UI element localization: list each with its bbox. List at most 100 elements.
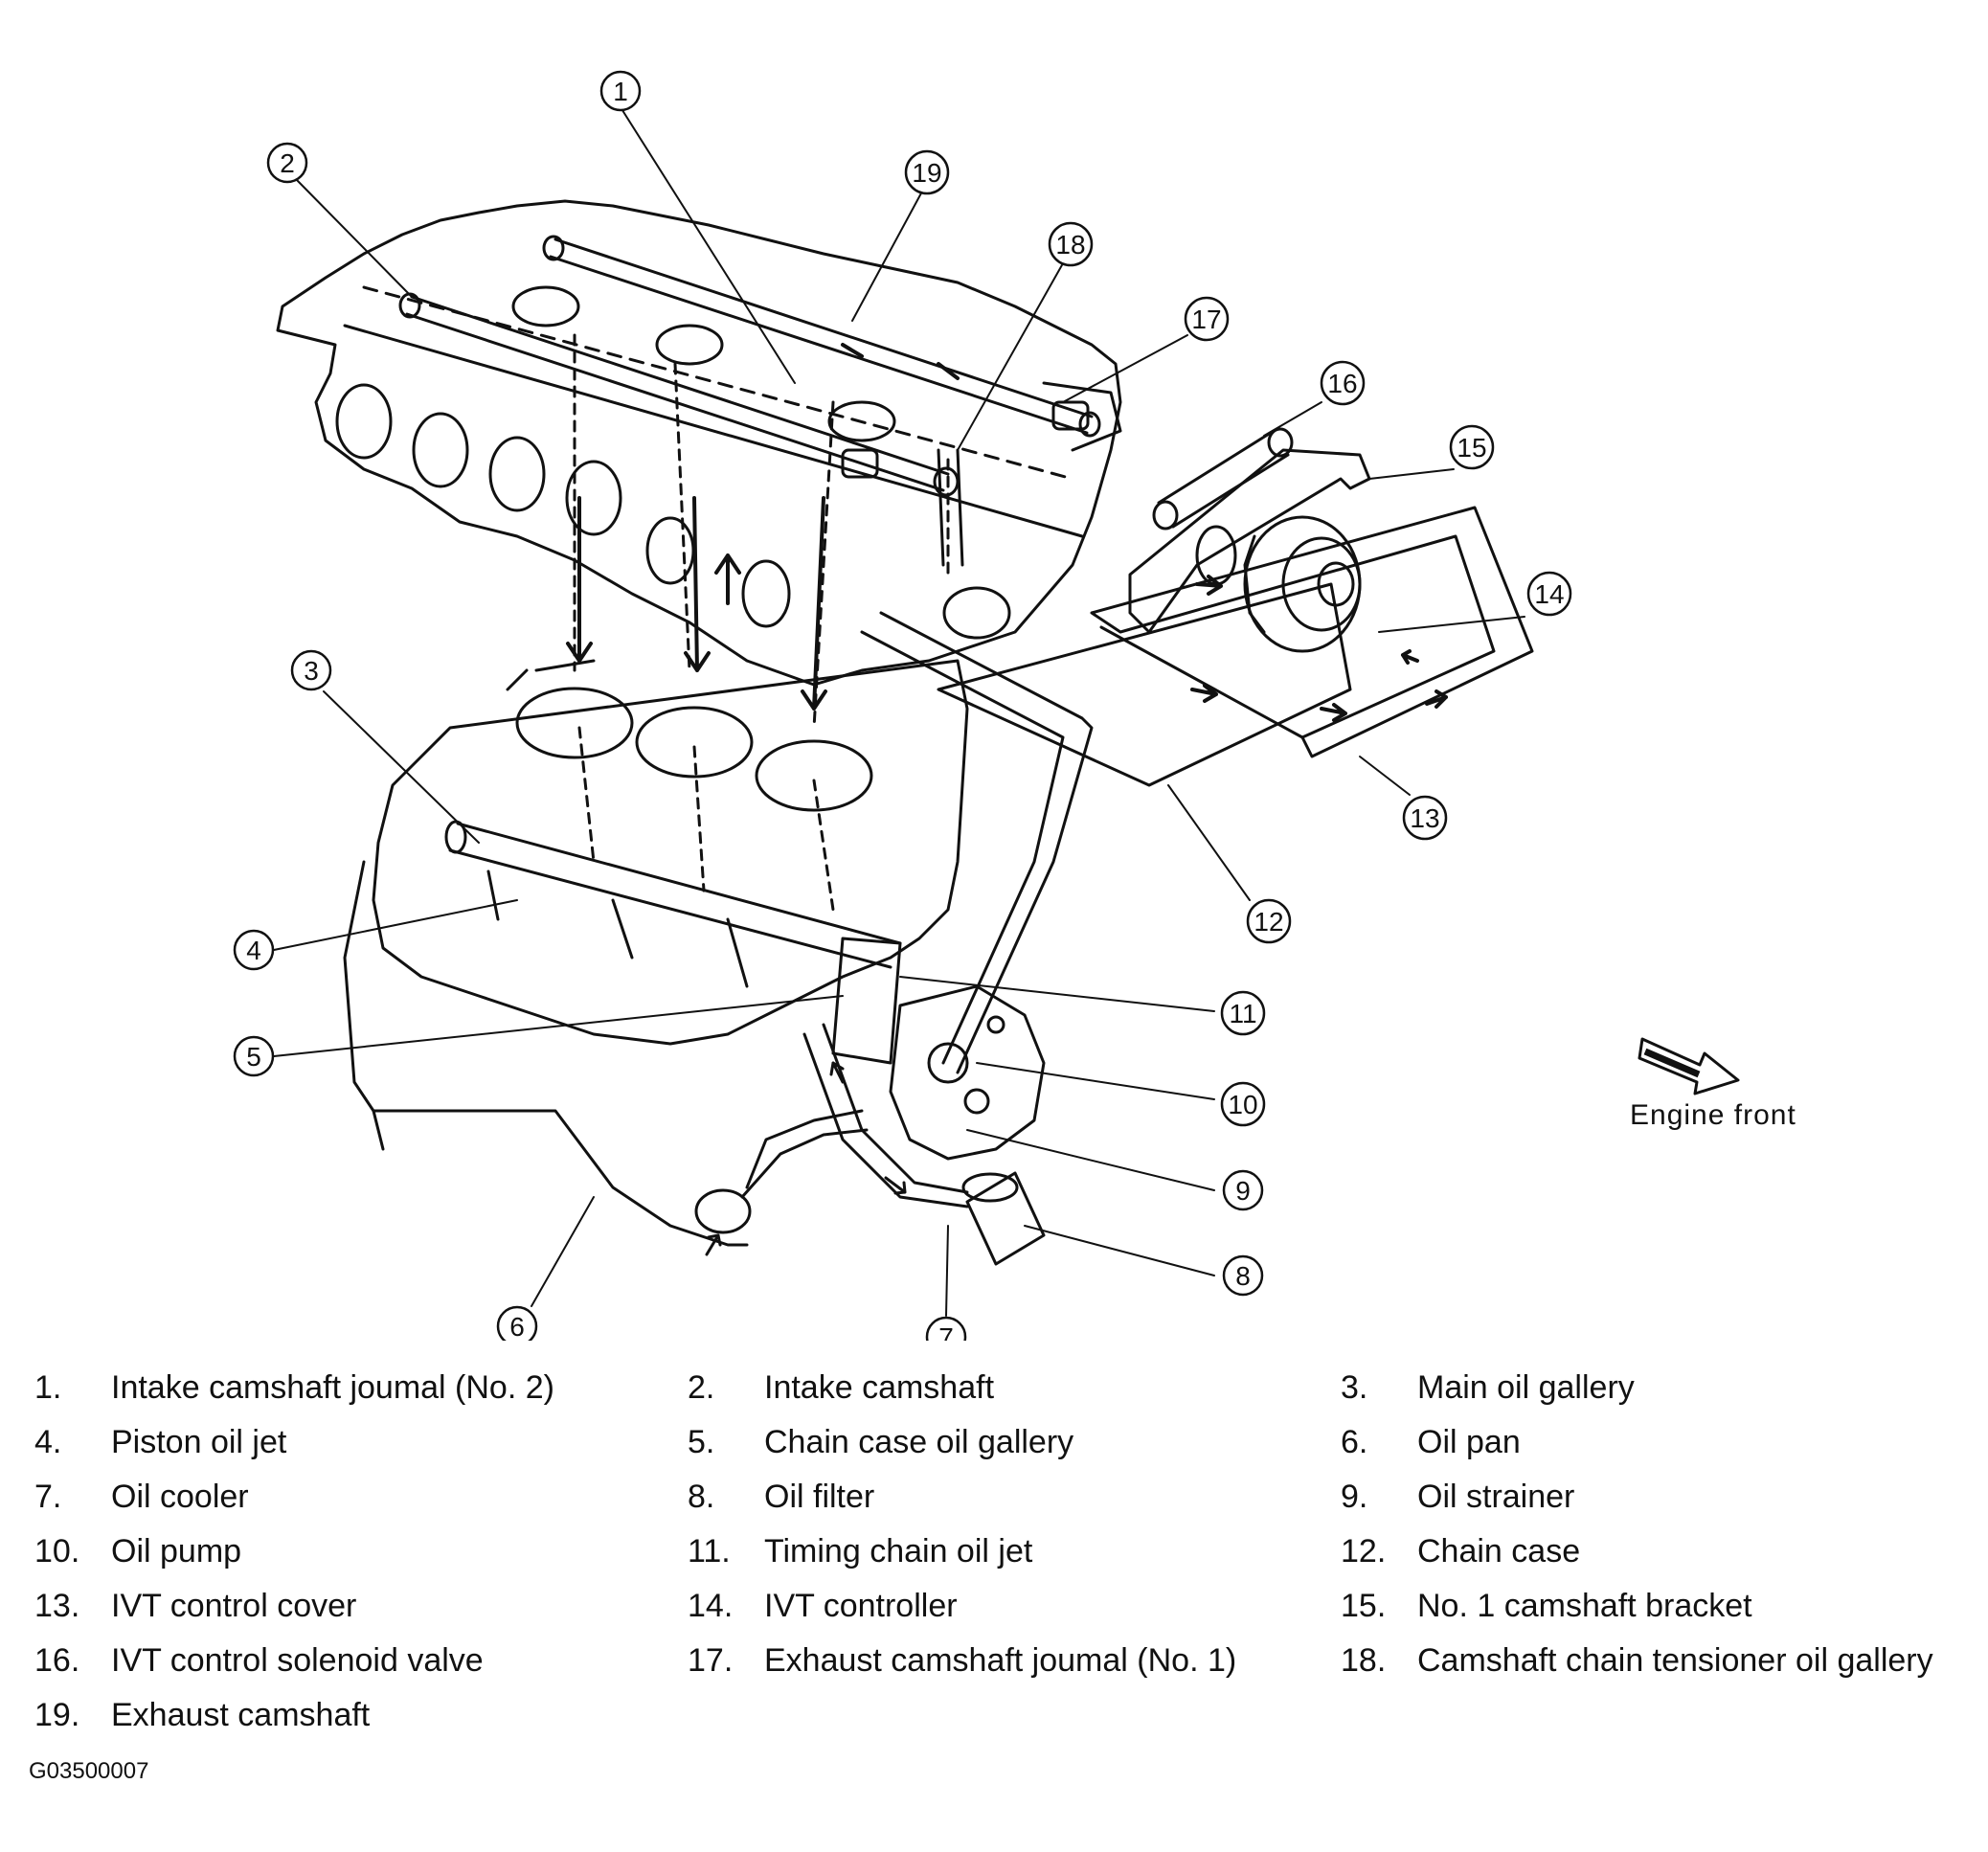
callout-5: 5 <box>233 1035 275 1077</box>
oil-cooler-outlet <box>802 1023 969 1208</box>
callout-17: 17 <box>1184 296 1230 342</box>
legend-number: 1. <box>34 1369 62 1406</box>
legend-number: 18. <box>1341 1642 1387 1679</box>
tensioner-oil-gallery <box>937 381 1122 567</box>
legend-label: IVT controller <box>764 1588 958 1624</box>
legend-label: Main oil gallery <box>1417 1369 1635 1406</box>
callout-14: 14 <box>1526 571 1572 617</box>
legend-number: 3. <box>1341 1369 1368 1406</box>
legend-number: 2. <box>688 1369 715 1406</box>
svg-text:11: 11 <box>1229 999 1256 1028</box>
legend-label: Oil filter <box>764 1479 875 1515</box>
head-oil-passages <box>573 333 950 730</box>
callout-15: 15 <box>1449 424 1495 470</box>
leader-lines <box>273 106 1525 1317</box>
callout-markers: 1 2 3 4 5 6 7 8 9 10 11 12 13 14 15 16 1… <box>233 70 1572 1341</box>
crankcase-skirt <box>343 860 749 1247</box>
exhaust-camshaft <box>542 235 1101 438</box>
svg-text:16: 16 <box>1327 369 1357 398</box>
svg-text:7: 7 <box>938 1322 954 1341</box>
oil-strainer <box>694 1109 869 1234</box>
svg-text:10: 10 <box>1228 1090 1257 1119</box>
svg-text:2: 2 <box>280 148 295 178</box>
callout-4: 4 <box>233 929 275 971</box>
legend-number: 6. <box>1341 1424 1368 1460</box>
svg-text:19: 19 <box>912 158 941 188</box>
callout-6: 6 <box>496 1305 538 1341</box>
callout-8: 8 <box>1222 1254 1264 1297</box>
legend-number: 8. <box>688 1479 715 1515</box>
oil-filter <box>961 1171 1046 1266</box>
callout-18: 18 <box>1048 221 1094 267</box>
legend-label: IVT control cover <box>111 1588 357 1624</box>
legend-label: Timing chain oil jet <box>764 1533 1033 1570</box>
legend-label: Piston oil jet <box>111 1424 287 1460</box>
figure-id: G03500007 <box>29 1758 149 1784</box>
legend-label: Exhaust camshaft <box>111 1697 371 1733</box>
svg-text:5: 5 <box>246 1042 261 1072</box>
chain-case-oil-pipe <box>860 611 1094 1074</box>
svg-text:8: 8 <box>1235 1261 1251 1291</box>
main-oil-gallery <box>444 820 902 969</box>
callout-10: 10 <box>1220 1081 1266 1127</box>
cylinder-block <box>372 659 969 1046</box>
legend-label: Exhaust camshaft joumal (No. 1) <box>764 1642 1237 1679</box>
svg-text:1: 1 <box>613 77 628 106</box>
legend-number: 15. <box>1341 1588 1387 1624</box>
block-flow-arrows <box>705 1061 907 1256</box>
block-oil-passages <box>577 726 835 912</box>
legend-label: Oil pump <box>111 1533 242 1570</box>
legend-number: 12. <box>1341 1533 1387 1570</box>
legend-number: 13. <box>34 1588 80 1624</box>
ivt-control-cover <box>1090 506 1534 758</box>
svg-text:4: 4 <box>246 936 261 965</box>
svg-text:17: 17 <box>1191 305 1221 334</box>
engine-front-arrow-icon <box>1638 1037 1740 1095</box>
legend-number: 17. <box>688 1642 734 1679</box>
svg-text:13: 13 <box>1410 803 1439 833</box>
chain-case <box>937 582 1352 787</box>
intake-camshaft <box>398 292 960 497</box>
legend-number: 5. <box>688 1424 715 1460</box>
chain-case-flow-arrows <box>1190 575 1448 722</box>
head-flow-arrows <box>566 343 960 711</box>
ivt-control-solenoid-valve <box>1152 427 1294 531</box>
callout-3: 3 <box>290 649 332 691</box>
callout-9: 9 <box>1222 1169 1264 1211</box>
legend-number: 14. <box>688 1588 734 1624</box>
legend-label: Oil pan <box>1417 1424 1521 1460</box>
legend-label: Intake camshaft joumal (No. 2) <box>111 1369 554 1406</box>
camshaft-bearing-journals <box>841 400 1090 479</box>
legend-label: IVT control solenoid valve <box>111 1642 484 1679</box>
svg-text:15: 15 <box>1457 433 1486 463</box>
svg-text:12: 12 <box>1254 907 1283 937</box>
legend-label: Chain case <box>1417 1533 1581 1570</box>
engine-front-label: Engine front <box>1630 1099 1796 1131</box>
svg-text:3: 3 <box>304 656 319 686</box>
legend-number: 7. <box>34 1479 62 1515</box>
legend-number: 19. <box>34 1697 80 1733</box>
legend-number: 9. <box>1341 1479 1368 1515</box>
legend-label: Chain case oil gallery <box>764 1424 1074 1460</box>
cylinder-head <box>276 199 1122 687</box>
callout-19: 19 <box>904 149 950 195</box>
callout-12: 12 <box>1246 898 1292 944</box>
legend-number: 16. <box>34 1642 80 1679</box>
svg-text:14: 14 <box>1534 579 1564 609</box>
legend-label: Intake camshaft <box>764 1369 995 1406</box>
timing-chain-oil-jet <box>831 937 902 1065</box>
piston-oil-jets <box>486 870 749 988</box>
engine-oil-circuit-diagram: 1 2 3 4 5 6 7 8 9 10 11 12 13 14 15 16 1… <box>233 70 1740 1341</box>
callout-2: 2 <box>266 142 308 184</box>
callout-13: 13 <box>1402 795 1448 841</box>
legend-label: Oil strainer <box>1417 1479 1575 1515</box>
legend-number: 4. <box>34 1424 62 1460</box>
svg-text:18: 18 <box>1055 230 1085 260</box>
legend-number: 10. <box>34 1533 80 1570</box>
ivt-controller <box>1243 515 1362 653</box>
legend-number: 11. <box>688 1533 731 1570</box>
oil-pump <box>889 984 1046 1161</box>
callout-7: 7 <box>925 1316 967 1341</box>
legend-label: Camshaft chain tensioner oil gallery <box>1417 1642 1933 1679</box>
callout-1: 1 <box>599 70 642 112</box>
